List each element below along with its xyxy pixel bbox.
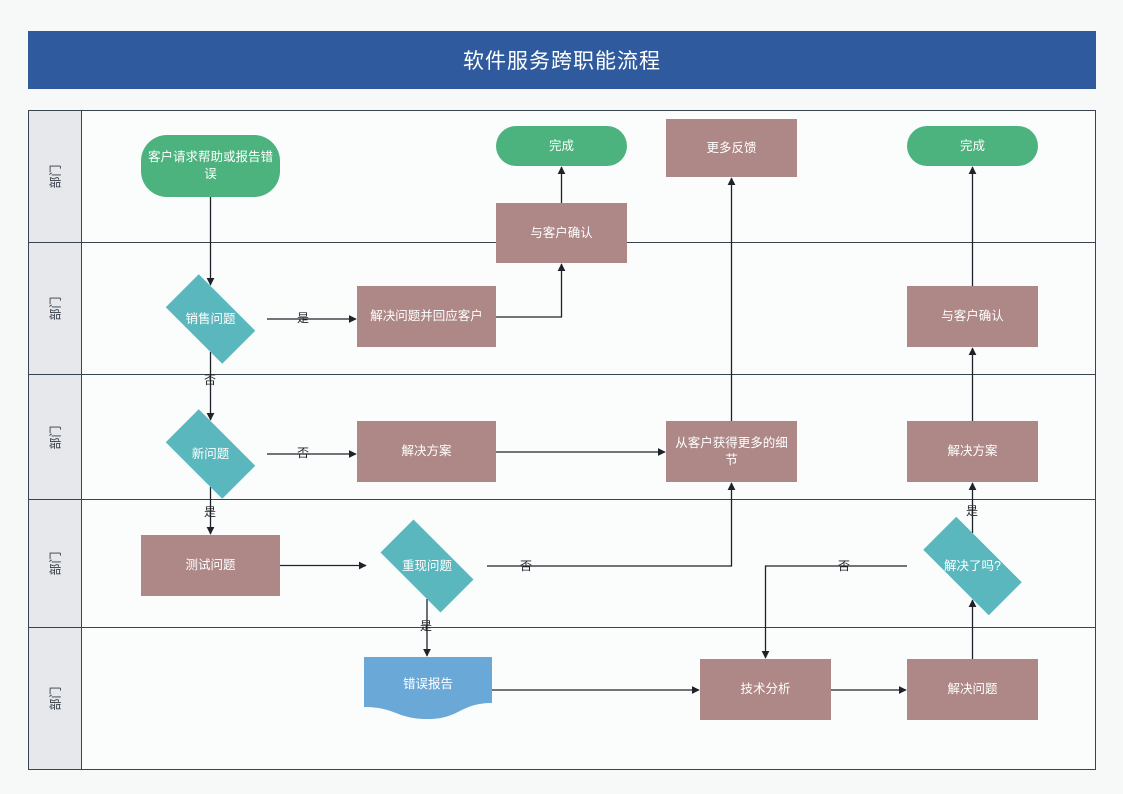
lane-label-5: 部门 [29, 628, 82, 769]
node-get-more-details[interactable]: 从客户获得更多的细节 [666, 421, 797, 482]
node-sales-issue[interactable]: 销售问题 [154, 274, 267, 364]
node-complete-left[interactable]: 完成 [496, 126, 627, 166]
lane-label-4: 部门 [29, 500, 82, 627]
node-label: 从客户获得更多的细节 [675, 435, 788, 467]
edge-label-yes-sales: 是 [297, 309, 309, 326]
lane-label-2: 部门 [29, 243, 82, 374]
edge-label-text: 是 [297, 311, 310, 325]
edge-label-text: 是 [204, 505, 217, 519]
edge-label-text: 否 [297, 446, 310, 460]
lane-label-2-text: 部门 [48, 296, 63, 321]
node-confirm-with-customer-right[interactable]: 与客户确认 [907, 286, 1038, 347]
node-label: 客户请求帮助或报告错误 [147, 150, 273, 181]
node-label: 解决方案 [401, 444, 452, 459]
node-is-resolved[interactable]: 解决了吗? [907, 516, 1038, 616]
node-bug-report[interactable]: 错误报告 [364, 657, 492, 719]
node-label: 更多反馈 [706, 140, 757, 155]
node-label: 测试问题 [185, 558, 236, 573]
edge-label-no-newissue: 否 [297, 444, 309, 461]
node-label: 完成 [959, 138, 985, 153]
node-label: 销售问题 [185, 311, 236, 326]
node-test-issue[interactable]: 测试问题 [141, 535, 280, 596]
edge-label-text: 是 [966, 504, 979, 518]
edge-label-text: 是 [420, 619, 433, 633]
edge-label-text: 否 [520, 559, 533, 573]
node-new-issue[interactable]: 新问题 [154, 409, 267, 499]
node-label: 技术分析 [740, 682, 791, 697]
lane-label-1: 部门 [29, 111, 82, 242]
node-confirm-with-customer-top[interactable]: 与客户确认 [496, 203, 627, 263]
edge-label-text: 否 [204, 373, 217, 387]
page-title: 软件服务跨职能流程 [28, 31, 1096, 89]
lane-label-4-text: 部门 [48, 551, 63, 576]
node-label: 完成 [548, 138, 574, 153]
node-label: 与客户确认 [941, 309, 1004, 324]
edge-label-yes-reproduce: 是 [420, 617, 432, 634]
lane-label-3: 部门 [29, 375, 82, 499]
node-more-feedback[interactable]: 更多反馈 [666, 119, 797, 177]
node-technical-analysis[interactable]: 技术分析 [700, 659, 831, 720]
node-resolve-and-respond[interactable]: 解决问题并回应客户 [357, 286, 496, 347]
edge-label-no-reproduce: 否 [520, 557, 532, 574]
edge-label-yes-newissue: 是 [204, 503, 216, 520]
edge-label-no-resolved: 否 [838, 557, 850, 574]
document-shape [364, 657, 492, 719]
lane-label-5-text: 部门 [48, 686, 63, 711]
node-customer-request[interactable]: 客户请求帮助或报告错误 [141, 135, 280, 197]
node-label: 解决问题并回应客户 [370, 309, 483, 324]
lane-label-1-text: 部门 [48, 164, 63, 189]
swimlane-row-5: 部门 [29, 628, 1095, 769]
node-solution-left[interactable]: 解决方案 [357, 421, 496, 482]
swimlane-row-2: 部门 [29, 243, 1095, 375]
node-solve-problem[interactable]: 解决问题 [907, 659, 1038, 720]
edge-label-yes-resolved: 是 [966, 502, 978, 519]
node-reproduce-issue[interactable]: 重现问题 [367, 519, 487, 613]
node-complete-right[interactable]: 完成 [907, 126, 1038, 166]
node-label: 解决问题 [947, 682, 998, 697]
edge-label-no-sales: 否 [204, 371, 216, 388]
node-label: 错误报告 [402, 676, 453, 691]
lane-label-3-text: 部门 [48, 424, 63, 450]
node-label: 解决了吗? [944, 558, 1001, 573]
node-label: 新问题 [191, 446, 230, 461]
node-solution-right[interactable]: 解决方案 [907, 421, 1038, 482]
node-label: 与客户确认 [530, 225, 593, 240]
node-label: 解决方案 [947, 444, 998, 459]
edge-label-text: 否 [838, 559, 851, 573]
swimlane-row-4: 部门 [29, 500, 1095, 628]
node-label: 重现问题 [401, 558, 452, 573]
